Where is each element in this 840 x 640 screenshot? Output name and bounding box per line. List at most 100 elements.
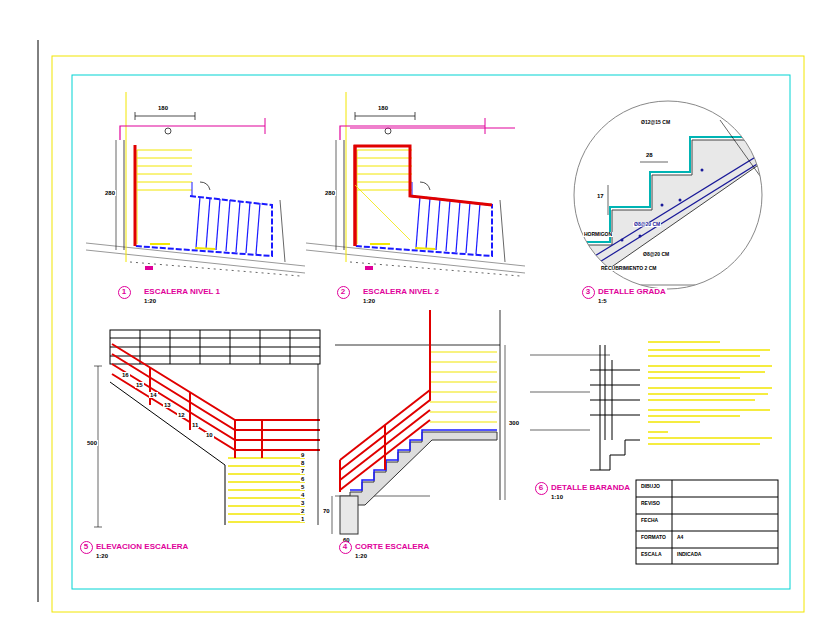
callout-circle: 3 [582, 286, 595, 299]
view-title: DETALLE GRADA [597, 288, 667, 296]
callout-number: 3 [586, 288, 590, 296]
railing-detail-part-part [590, 400, 640, 401]
stair-plan-part [350, 128, 515, 129]
step-detail-part-part [560, 285, 780, 286]
stair-elevation-part-part [110, 338, 320, 339]
rebar-note: Ø8@20 CM [633, 222, 661, 227]
title-block-cell: FECHA [640, 518, 659, 523]
stair-section-part [335, 345, 500, 346]
notes-lines-part [648, 387, 772, 389]
sheet-frame-part [72, 75, 790, 589]
railing-detail-part-part [605, 345, 606, 440]
railing-detail-part-part [600, 345, 601, 470]
step-number: 10 [205, 432, 214, 438]
stair-elevation-part-part [228, 513, 305, 514]
stair-elevation-part-part [112, 374, 320, 450]
stair-section-part [505, 345, 506, 500]
sheet-frame-part [52, 56, 804, 612]
notes-lines-part [648, 371, 765, 373]
dimension: 300 [508, 420, 520, 426]
stair-elevation-part-part [110, 347, 320, 348]
scale-note: 1:20 [143, 298, 157, 304]
stair-elevation-part-part [228, 521, 305, 522]
stair-elevation-part-part [260, 330, 261, 364]
scale-note: 1:20 [354, 553, 368, 559]
title-block-part [636, 514, 778, 515]
step-detail-part-part-part [580, 137, 760, 242]
notes-lines-part [648, 421, 700, 423]
notes-lines-part [648, 355, 760, 357]
notes-lines-part [648, 437, 772, 439]
view-title: CORTE ESCALERA [354, 543, 430, 551]
stair-plan-part-part [137, 190, 192, 191]
step-number: 12 [177, 412, 186, 418]
step-number: 5 [300, 484, 305, 490]
stair-plan-part [134, 145, 137, 246]
dimension: 280 [104, 190, 116, 196]
notes-lines-part [648, 443, 760, 445]
stair-section-part-part [430, 401, 497, 402]
stair-plan-part-part [137, 174, 192, 175]
step-number: 14 [149, 392, 158, 398]
stair-plan-part [265, 118, 266, 134]
step-detail-part-part-part [639, 235, 642, 238]
title-block-cell: INDICADA [676, 552, 702, 557]
stair-plan [86, 92, 305, 276]
stair-plan-part-part [137, 150, 192, 151]
stair-plan-part [135, 146, 272, 256]
railing-detail-part-part [590, 440, 640, 470]
stair-section-part [340, 310, 430, 492]
step-number: 15 [135, 382, 144, 388]
stair-plan-part [135, 116, 195, 117]
stair-section-part-part [430, 361, 497, 362]
stair-section-part [500, 310, 501, 500]
step-detail-part-part [580, 137, 760, 242]
stair-elevation-part-part [290, 330, 291, 364]
scale-note: 1:20 [95, 553, 109, 559]
callout-number: 5 [84, 543, 88, 551]
stair-elevation-part-part [140, 330, 141, 364]
stair-plan-part [200, 182, 210, 190]
dimension: 28 [645, 152, 654, 158]
stair-section-part [350, 432, 497, 505]
stair-elevation-part [228, 458, 305, 522]
step-number: 4 [300, 492, 305, 498]
callout-circle: 4 [339, 541, 352, 554]
stair-elevation-part [112, 344, 320, 458]
sheet-frame-part [38, 40, 39, 602]
stair-plan-part [355, 185, 410, 240]
notes-lines-part [648, 341, 720, 343]
scale-note: 1:5 [597, 298, 608, 304]
stair-elevation-part-part [230, 330, 231, 364]
stair-plan-part-part [196, 197, 200, 248]
railing-detail-part [530, 355, 610, 356]
step-number: 16 [121, 372, 130, 378]
stair-section-part-part [430, 351, 497, 352]
dimension: 180 [377, 105, 389, 111]
step-number: 8 [300, 460, 305, 466]
dimension: 17 [596, 193, 605, 199]
step-detail-part [608, 185, 609, 215]
stair-elevation-part-part [228, 497, 305, 498]
stair-section-part-part [384, 425, 386, 470]
callout-number: 2 [341, 288, 345, 296]
stair-plan-part-part [137, 166, 192, 167]
dimension: 180 [157, 105, 169, 111]
stair-plan-part-part [236, 201, 240, 252]
stair-plan-part [280, 200, 285, 262]
railing-detail-part [590, 345, 640, 470]
title-block-cell: A4 [676, 535, 684, 540]
stair-plan-part-part [216, 199, 220, 250]
stair-plan-part [145, 266, 153, 270]
stair-plan-part [130, 262, 300, 276]
title-block-part [672, 480, 673, 564]
stair-plan-part [195, 112, 196, 120]
title-block-cell: DIBUJO [640, 484, 661, 489]
view-title: DETALLE BARANDA [550, 484, 631, 492]
stair-plan-part-part [226, 200, 230, 251]
callout-circle: 5 [80, 541, 93, 554]
title-block [636, 480, 778, 564]
step-number: 3 [300, 500, 305, 506]
title-block-cell: FORMATO [640, 535, 667, 540]
